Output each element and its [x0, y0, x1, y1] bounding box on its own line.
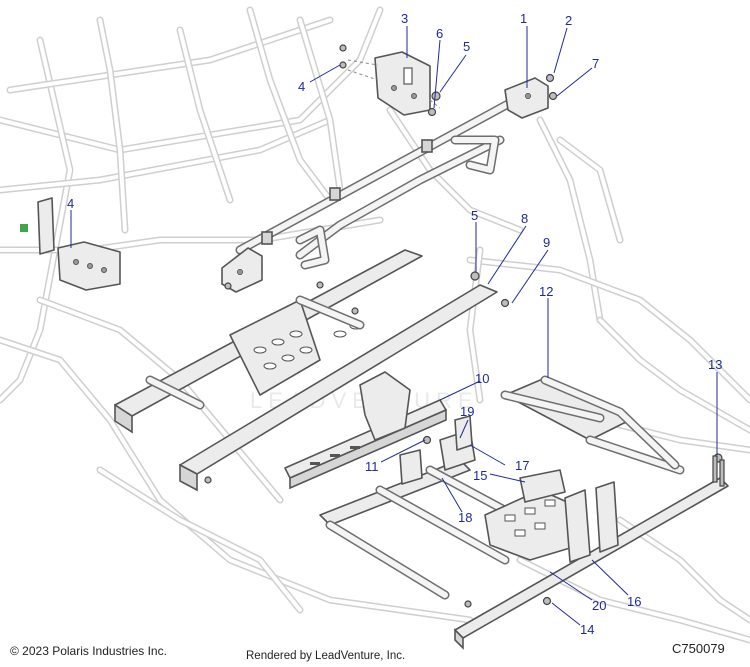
callout-2: 2	[565, 13, 572, 28]
figure-id: C750079	[672, 641, 725, 656]
rear-mount-plates	[399, 415, 619, 563]
callout-1: 1	[520, 11, 527, 26]
upper-cross-tube	[221, 77, 549, 293]
callout-15: 15	[473, 468, 487, 483]
callout-9: 9	[543, 235, 550, 250]
center-rail-tray	[284, 371, 447, 490]
callout-7: 7	[592, 56, 599, 71]
long-bolt	[712, 455, 725, 487]
callout-16: 16	[627, 594, 641, 609]
callout-18: 18	[458, 510, 472, 525]
callout-leader-lines	[70, 26, 718, 626]
rendered-by-credit: Rendered by LeadVenture, Inc.	[246, 650, 406, 662]
callout-labels: 1 2 3 4 4 5 5 6 7 8 9 10 11 12 13 14 15 …	[67, 11, 722, 637]
callout-5-mid: 5	[471, 208, 478, 223]
rear-seat-frame	[319, 375, 729, 650]
callout-14: 14	[580, 622, 594, 637]
upper-mount-bracket	[347, 51, 441, 116]
callout-4-left: 4	[67, 196, 74, 211]
callout-19: 19	[460, 404, 474, 419]
callout-4-top: 4	[298, 79, 305, 94]
callout-3: 3	[401, 11, 408, 26]
callout-20: 20	[592, 598, 606, 613]
floor-support-frame	[114, 249, 498, 492]
callout-6: 6	[436, 26, 443, 41]
callout-11: 11	[365, 459, 379, 474]
callout-5-top: 5	[463, 39, 470, 54]
callout-17: 17	[515, 458, 529, 473]
callout-10: 10	[475, 371, 489, 386]
callout-13: 13	[708, 357, 722, 372]
fastener-hardware	[204, 44, 723, 608]
callout-8: 8	[521, 211, 528, 226]
copyright-notice: © 2023 Polaris Industries Inc.	[10, 644, 167, 658]
vehicle-frame-background	[0, 6, 750, 644]
side-mount-bracket	[20, 197, 121, 291]
callout-12: 12	[539, 284, 553, 299]
